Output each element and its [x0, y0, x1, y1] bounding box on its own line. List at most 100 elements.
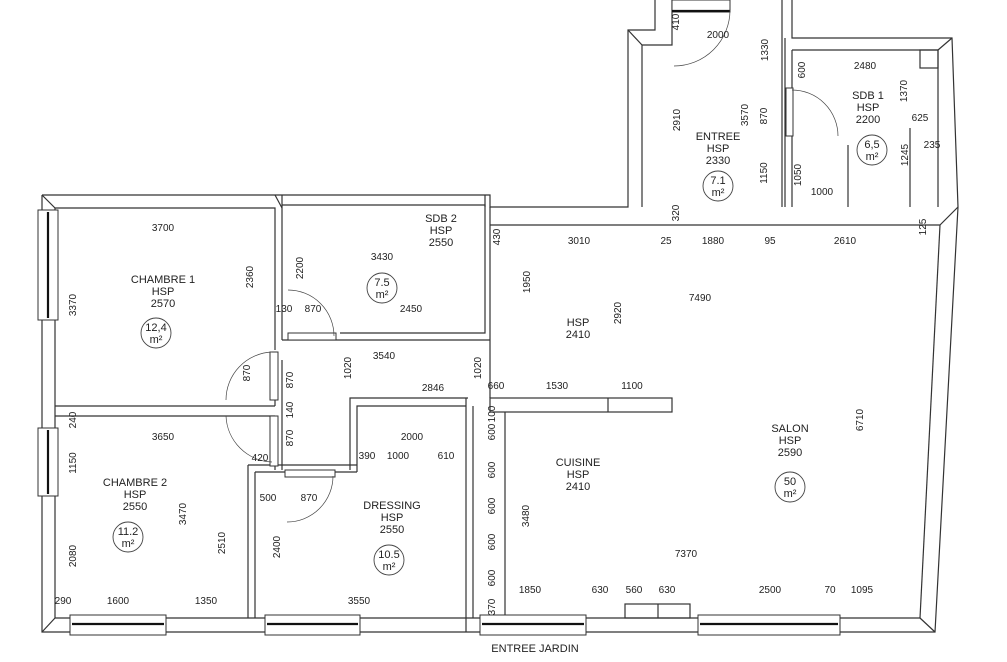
doors: [225, 9, 839, 523]
dimension-label: 1880: [702, 236, 725, 247]
dimension-label: 25: [660, 236, 672, 247]
dimension-label: 3470: [178, 502, 189, 525]
dimension-label: 600: [487, 461, 498, 478]
room-name: SALON: [771, 423, 808, 435]
dimension-label: 870: [305, 304, 322, 315]
dimension-label: 600: [487, 497, 498, 514]
area-badge: [140, 317, 172, 349]
dimension-label: 1245: [900, 143, 911, 166]
dimension-label: 3370: [68, 293, 79, 316]
area-badge: [856, 134, 888, 166]
dimension-label: 130: [276, 304, 293, 315]
dimension-label: 95: [764, 236, 776, 247]
dimension-label: 1150: [759, 162, 770, 184]
dimension-label: 1350: [195, 596, 218, 607]
dimension-label: 140: [285, 401, 296, 418]
dimension-label: 600: [797, 61, 808, 78]
dimension-label: 870: [759, 107, 770, 124]
dimension-label: 1850: [519, 585, 542, 596]
dimension-label: 240: [68, 411, 79, 428]
dimension-label: 420: [252, 453, 269, 464]
dimension-label: 3540: [373, 351, 396, 362]
dimension-label: 2450: [400, 304, 423, 315]
dimension-label: 870: [285, 429, 296, 446]
dimension-label: 3650: [152, 432, 175, 443]
dimension-label: 625: [912, 113, 929, 124]
dimension-label: 1330: [760, 38, 771, 61]
area-badge: [774, 471, 806, 503]
entree-jardin-label: ENTREE JARDIN: [491, 643, 578, 655]
walls: [41, 0, 959, 633]
room-hsp-label: HSP: [567, 317, 590, 329]
dimension-label: 600: [487, 533, 498, 550]
room-hsp-value: 2410: [566, 329, 590, 341]
area-unit: m²: [383, 561, 396, 573]
dimension-label: 1530: [546, 381, 569, 392]
dimension-label: 430: [492, 228, 503, 245]
dimension-label: 370: [487, 598, 498, 615]
dimension-label: 2920: [613, 301, 624, 324]
room-hsp-label: HSP: [152, 286, 175, 298]
dimension-label: 630: [659, 585, 676, 596]
dimension-label: 1020: [343, 356, 354, 379]
windows: [37, 0, 841, 636]
room-hsp-label: HSP: [857, 102, 880, 114]
dimension-label: 100: [487, 405, 498, 422]
room-name: CHAMBRE 2: [103, 477, 167, 489]
room-name: SDB 1: [852, 90, 884, 102]
dimension-label: 2000: [707, 30, 730, 41]
dimension-label: 235: [924, 140, 941, 151]
dimension-label: 6710: [855, 408, 866, 431]
room-area: 10.5: [378, 549, 399, 561]
room-hsp-value: 2590: [778, 447, 802, 459]
dimension-label: 320: [671, 204, 682, 221]
area-unit: m²: [376, 289, 389, 301]
dimension-label: 3570: [740, 103, 751, 126]
room-area: 7.1: [710, 175, 725, 187]
dimension-label: 870: [242, 364, 253, 381]
room-hsp-label: HSP: [381, 512, 404, 524]
dimension-label: 1370: [899, 79, 910, 102]
dimension-label: 610: [438, 451, 455, 462]
room-area: 6,5: [864, 139, 879, 151]
dimension-label: 3480: [521, 504, 532, 527]
room-hsp-value: 2200: [856, 114, 880, 126]
dimension-label: 1020: [473, 356, 484, 379]
dimension-label: 70: [824, 585, 836, 596]
area-unit: m²: [122, 538, 135, 550]
dimension-label: 3430: [371, 252, 394, 263]
room-hsp-value: 2570: [151, 298, 175, 310]
dimension-label: 600: [487, 569, 498, 586]
dimension-label: 2400: [272, 535, 283, 558]
area-badge: [366, 272, 398, 304]
dimension-label: 410: [671, 13, 682, 30]
room-hsp-label: HSP: [124, 489, 147, 501]
room-name: SDB 2: [425, 213, 457, 225]
dimension-label: 7490: [689, 293, 712, 304]
dimension-label: 2360: [245, 265, 256, 288]
dimension-label: 2910: [672, 108, 683, 131]
dimension-label: 1100: [621, 381, 643, 392]
dimension-label: 3010: [568, 236, 591, 247]
dimension-label: 1095: [851, 585, 874, 596]
room-hsp-value: 2550: [123, 501, 147, 513]
dimension-label: 560: [626, 585, 643, 596]
room-hsp-label: HSP: [430, 225, 453, 237]
room-area: 11.2: [118, 526, 139, 538]
room-hsp-label: HSP: [567, 469, 590, 481]
area-unit: m²: [150, 334, 163, 346]
room-area: 12,4: [145, 322, 166, 334]
dimension-label: 1150: [68, 452, 79, 474]
room-hsp-value: 2330: [706, 155, 730, 167]
dimension-label: 600: [487, 423, 498, 440]
